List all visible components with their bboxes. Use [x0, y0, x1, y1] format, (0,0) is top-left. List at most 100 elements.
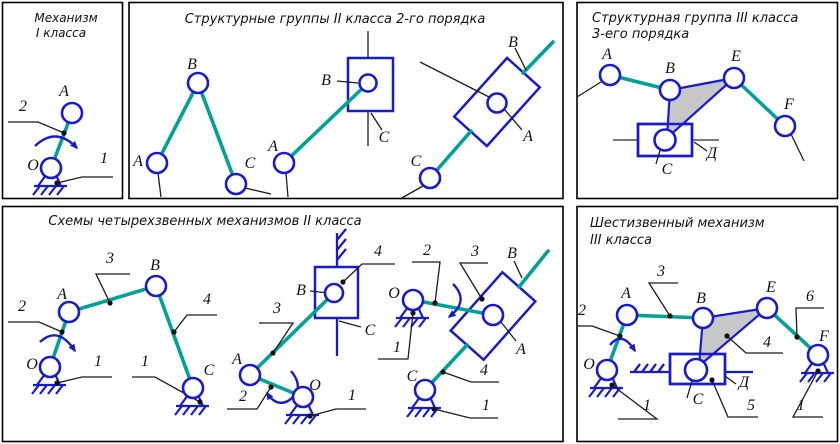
label-B: B [187, 56, 197, 73]
label-F: F [818, 328, 829, 345]
panel-title: Схемы четырехзвенных механизмов II класс… [48, 214, 361, 229]
slider-guide-line [285, 31, 369, 198]
joint-B [323, 282, 345, 304]
slider-block-outline [636, 122, 694, 158]
joint-B [691, 306, 715, 330]
dyad-rrr: A B C [132, 56, 272, 198]
joint-O [595, 358, 619, 382]
label-1: 1 [797, 397, 805, 414]
rotation-arrow [265, 370, 299, 404]
leader-dot [724, 333, 730, 339]
joint-C [418, 166, 442, 190]
leader-lines [336, 80, 383, 131]
label-A: A [522, 128, 533, 145]
joint-A [481, 303, 505, 327]
leader-dot [432, 300, 438, 306]
leader-lines [227, 263, 395, 417]
joint-O [39, 156, 63, 180]
panel-title-line2: III класса [590, 233, 652, 248]
leader-dot [270, 350, 276, 356]
joint-F [806, 343, 830, 367]
label-1: 1 [141, 353, 149, 370]
label-E: E [765, 279, 776, 296]
label-A: A [231, 351, 242, 368]
rotation-arrow [34, 135, 79, 150]
label-2: 2 [578, 302, 586, 319]
label-C: C [204, 362, 215, 379]
mechanism-rotating-slider: O 2 3 B A 1 C 4 1 [378, 242, 550, 419]
label-D: Д [737, 374, 750, 391]
label-3: 3 [105, 250, 114, 267]
leader-lines [378, 260, 523, 419]
joint-A [238, 363, 262, 387]
leader-dot [197, 399, 203, 405]
label-4: 4 [203, 291, 211, 308]
label-1: 1 [94, 353, 102, 370]
panel-class3-group: Структурная группа III класса 3-его поря… [576, 1, 839, 200]
leader-dot [709, 377, 715, 383]
leader-dot [431, 406, 437, 412]
leader-dot [54, 380, 60, 386]
label-A: A [58, 83, 69, 100]
panel-sixlink-mechanism: Шестизвенный механизм III класса [576, 205, 839, 443]
joint-C [683, 357, 709, 383]
leader-dot [440, 369, 446, 375]
label-1: 1 [393, 339, 401, 356]
panel-class2-groups: Структурные группы II класса 2-го порядк… [128, 1, 564, 200]
leader-dot [59, 329, 65, 335]
label-C: C [245, 155, 256, 172]
label-B: B [665, 60, 675, 77]
label-O: O [309, 377, 321, 394]
leader-dot [479, 296, 485, 302]
leader-dot [609, 382, 615, 388]
leader-dot [410, 310, 416, 316]
label-O: O [27, 157, 39, 174]
label-B: B [696, 290, 706, 307]
label-A: A [515, 341, 526, 358]
label-B: B [508, 34, 518, 51]
joint-A [615, 303, 639, 327]
label-B: B [321, 72, 331, 89]
joint-C [653, 128, 677, 152]
label-A: A [620, 285, 631, 302]
label-2: 2 [19, 98, 27, 115]
label-B: B [150, 257, 160, 274]
rotation-arrow [609, 337, 637, 353]
label-D: Д [705, 145, 718, 162]
panel-title-line2: I класса [36, 26, 86, 40]
panel-title-line1: Механизм [34, 11, 97, 25]
label-1: 1 [100, 150, 108, 167]
free-end-stubs [157, 172, 272, 198]
label-3: 3 [470, 243, 479, 260]
horizontal-guide [630, 363, 753, 374]
panel-class1-mechanism: Механизм I класса A O 2 1 [1, 1, 124, 200]
label-O: O [26, 356, 38, 373]
label-3: 3 [656, 263, 665, 280]
label-C: C [379, 129, 390, 146]
leader-dot [340, 279, 346, 285]
joint-F [773, 114, 797, 138]
leader-dot [61, 130, 67, 136]
leader-dot [268, 384, 274, 390]
joint-E [755, 296, 779, 320]
joint-A [598, 63, 622, 87]
joint-C [181, 376, 205, 400]
panel-fourlink-mechanisms: Схемы четырехзвенных механизмов II класс… [1, 205, 564, 443]
dyad-rpr-rotated: C B A [399, 34, 555, 200]
label-5: 5 [747, 397, 755, 414]
label-B: B [296, 282, 306, 299]
label-A: A [267, 138, 278, 155]
label-C: C [662, 161, 673, 178]
mechanism-fourbar: O A B C 2 3 4 1 1 [8, 250, 217, 417]
joint-A [486, 92, 508, 114]
leader-dot [307, 413, 313, 419]
leader-dot [54, 180, 60, 186]
joint-C [224, 172, 248, 196]
joint-B [658, 78, 682, 102]
rotation-arrow [39, 334, 77, 353]
leader-dot [107, 300, 113, 306]
joint-O [401, 288, 425, 312]
label-1: 1 [643, 397, 651, 414]
ternary-link-triangle [697, 306, 769, 368]
